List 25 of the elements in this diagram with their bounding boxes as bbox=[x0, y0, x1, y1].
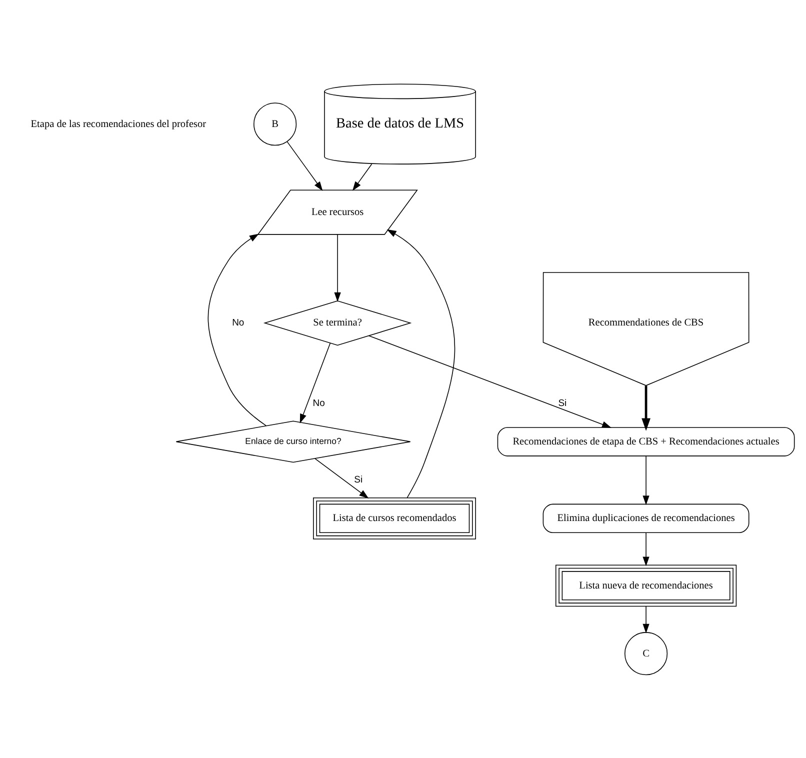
node-diamond: Enlace de curso interno? bbox=[176, 420, 411, 462]
node-box: Lista de cursos recomendados bbox=[313, 496, 476, 539]
arrow bbox=[286, 140, 323, 190]
node-box: Elimina duplicaciones de recomendaciones bbox=[542, 503, 750, 533]
arrow bbox=[642, 455, 650, 505]
edge-label: Si bbox=[354, 474, 363, 486]
arrow bbox=[642, 532, 650, 566]
arrow bbox=[642, 385, 650, 430]
label: Etapa de las recomendaciones del profesor bbox=[30, 118, 206, 130]
node-circle: C bbox=[624, 632, 668, 675]
node-diamond: Se termina? bbox=[263, 300, 412, 346]
arrow bbox=[334, 234, 341, 302]
node-circle: B bbox=[254, 102, 297, 146]
arrow bbox=[368, 334, 612, 428]
arrow bbox=[642, 605, 650, 633]
arrow bbox=[352, 163, 372, 190]
node-box: Lista nueva de recomendaciones bbox=[555, 564, 737, 606]
arrow bbox=[314, 458, 369, 498]
node-box: Recomendaciones de etapa de CBS + Recomendaciones actuales bbox=[497, 426, 795, 456]
arrow bbox=[208, 233, 266, 426]
edge-label: No bbox=[312, 397, 325, 408]
arrow bbox=[300, 342, 331, 423]
edge-label: No bbox=[232, 317, 244, 328]
edge-label: Si bbox=[558, 397, 567, 408]
arrow bbox=[386, 228, 456, 498]
